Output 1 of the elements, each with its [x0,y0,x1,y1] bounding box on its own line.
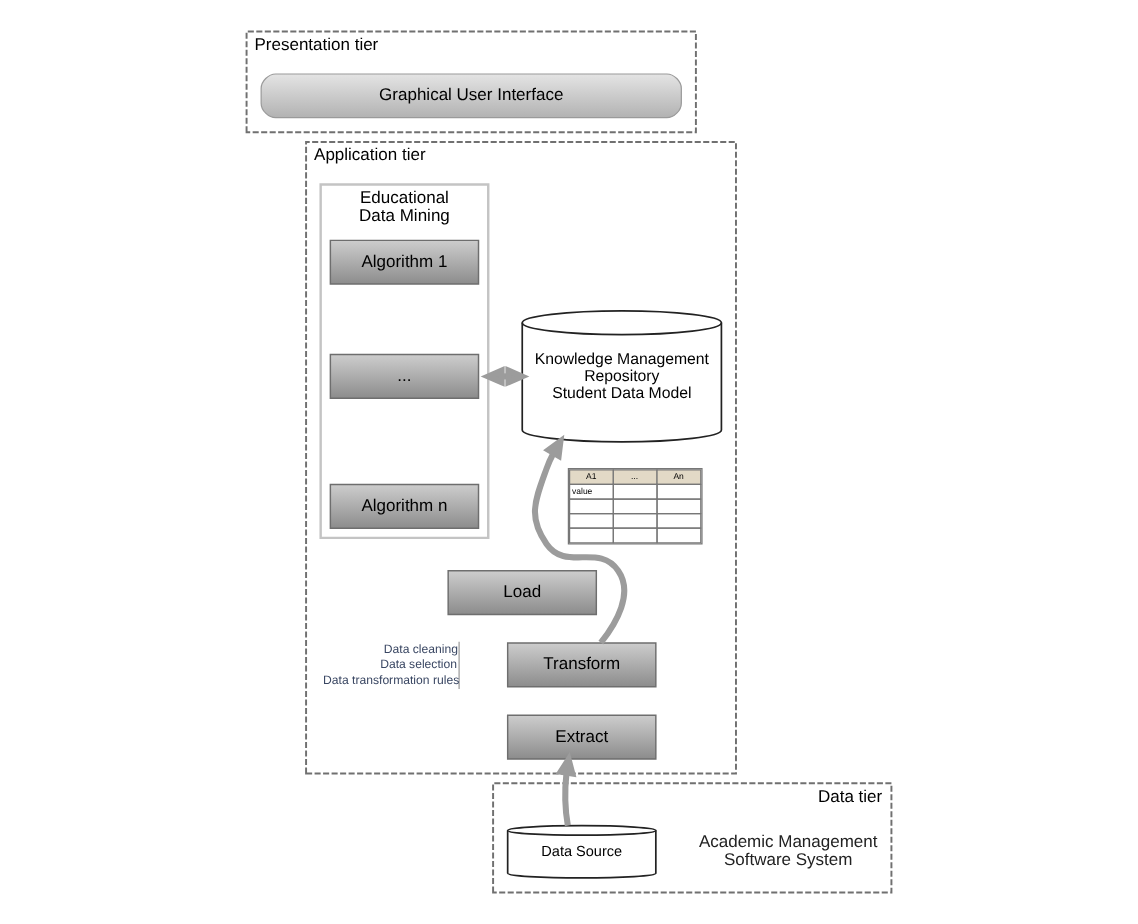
node-label: Academic Management Software System [698,831,878,870]
